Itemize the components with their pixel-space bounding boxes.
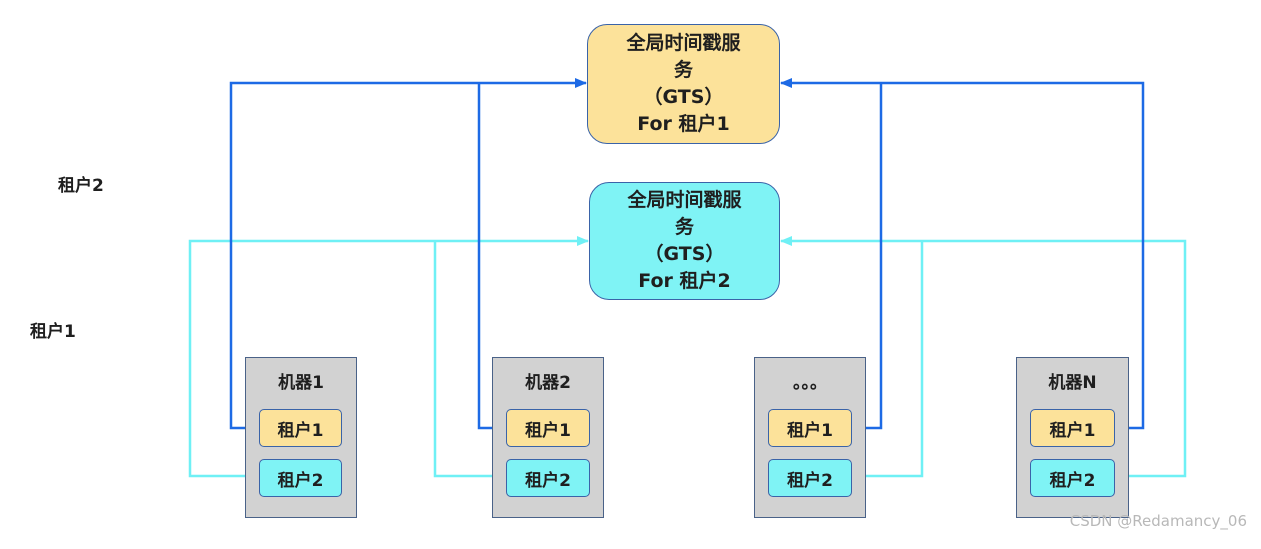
gts-title-line: 务 [673,59,693,81]
tenant2-link-machineN [780,236,1187,478]
machine-2: 机器2 租户1 租户2 [492,357,604,518]
gts-title-line: 全局时间戳服 [627,189,742,211]
machine-title: 。。。 [793,373,827,393]
machine-tenant2-box: 租户2 [506,459,590,497]
gts-title-line: （GTS） [644,243,725,265]
machine-tenant1-box: 租户1 [259,409,342,447]
gts-service-tenant1: 全局时间戳服 务 （GTS） For 租户1 [587,24,780,144]
machine-ellipsis: 。。。 租户1 租户2 [754,357,866,518]
machine-n: 机器N 租户1 租户2 [1016,357,1129,518]
machine-tenant2-box: 租户2 [259,459,342,497]
tenant2-link-machine1 [188,236,589,478]
gts-title-line: For 租户1 [637,113,730,135]
side-label-tenant2: 租户2 [58,176,104,196]
machine-tenant2-box: 租户2 [768,459,852,497]
watermark: CSDN @Redamancy_06 [1069,512,1247,530]
machine-1: 机器1 租户1 租户2 [245,357,357,518]
gts-title-line: 务 [674,216,694,238]
gts-title-line: （GTS） [643,86,724,108]
gts-title-line: For 租户2 [638,270,731,292]
machine-tenant1-box: 租户1 [1030,409,1115,447]
machine-tenant1-box: 租户1 [506,409,590,447]
machine-title: 机器N [1048,373,1097,393]
machine-tenant2-box: 租户2 [1030,459,1115,497]
machine-title: 机器2 [525,373,571,393]
gts-title-line: 全局时间戳服 [626,32,741,54]
side-label-tenant1: 租户1 [30,322,76,342]
gts-service-tenant2: 全局时间戳服 务 （GTS） For 租户2 [589,182,780,300]
machine-tenant1-box: 租户1 [768,409,852,447]
tenant2-link-machine2 [433,241,507,478]
tenant2-link-machine3 [852,241,924,478]
tenant1-link-machineN [780,78,1145,430]
machine-title: 机器1 [278,373,324,393]
